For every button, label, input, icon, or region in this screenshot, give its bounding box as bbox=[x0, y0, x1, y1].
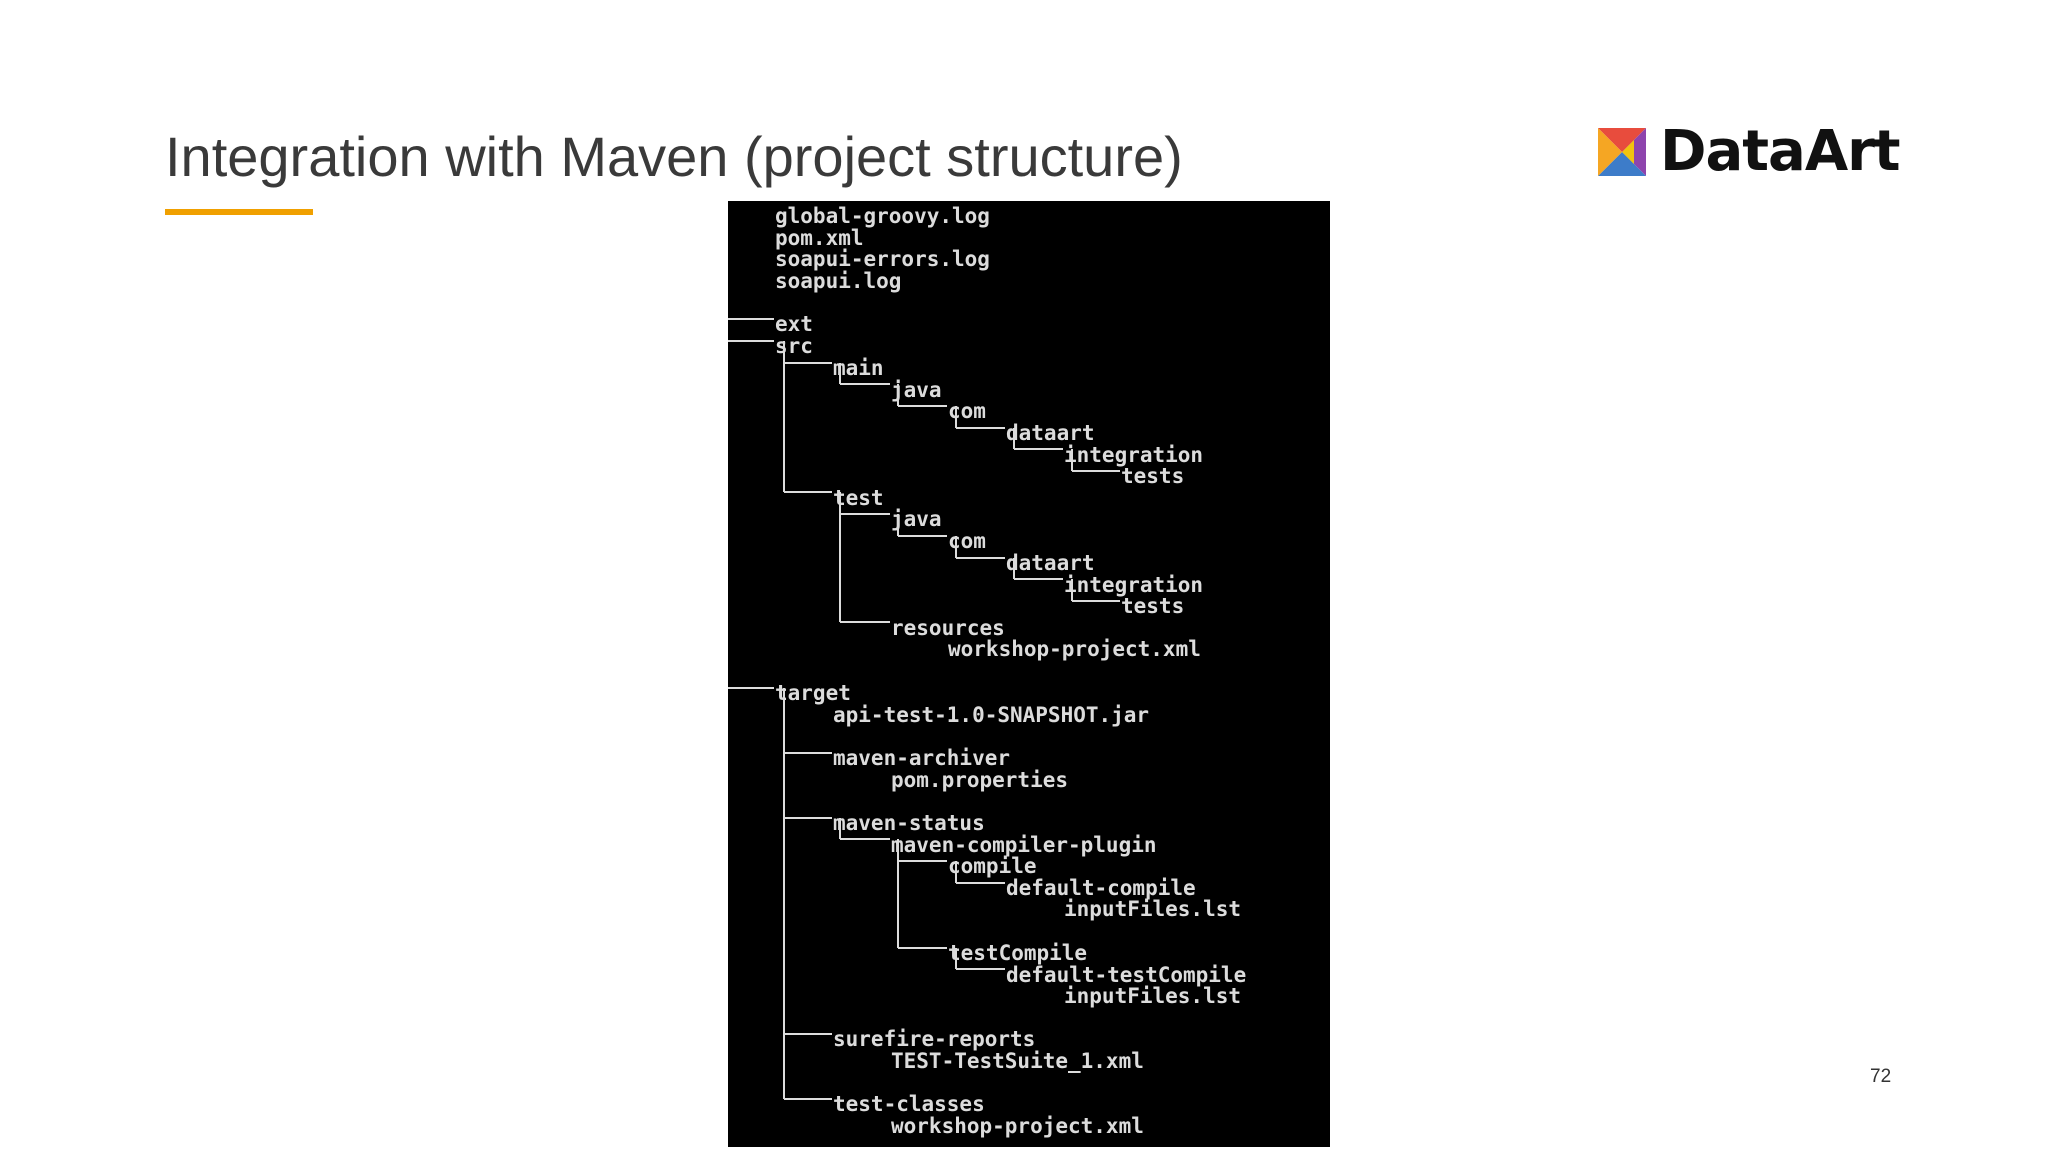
slide-title: Integration with Maven (project structur… bbox=[165, 125, 1183, 188]
title-accent-bar bbox=[165, 209, 313, 215]
logo-text: DataArt bbox=[1660, 119, 1901, 184]
tree-entry: resources bbox=[891, 616, 1005, 640]
tree-entry: integration bbox=[1064, 573, 1204, 597]
logo-mark-left bbox=[1598, 128, 1622, 176]
tree-entry: dataart bbox=[1006, 551, 1095, 575]
logo-mark-bottom bbox=[1598, 152, 1646, 176]
dataart-logo-icon bbox=[1598, 128, 1646, 176]
tree-entry: soapui-errors.log bbox=[775, 247, 990, 271]
tree-entry: tests bbox=[1121, 464, 1185, 488]
logo-mark-top bbox=[1598, 128, 1646, 152]
tree-entry: testCompile bbox=[948, 941, 1088, 965]
dataart-logo: DataArt bbox=[1598, 119, 1901, 184]
tree-entry: soapui.log bbox=[775, 269, 902, 293]
tree-entry: ext bbox=[775, 312, 813, 336]
logo-mark-center bbox=[1622, 140, 1634, 164]
tree-entry: maven-compiler-plugin bbox=[891, 833, 1157, 857]
tree-entry: com bbox=[948, 529, 986, 553]
tree-entry: api-test-1.0-SNAPSHOT.jar bbox=[833, 703, 1150, 727]
tree-entry: src bbox=[775, 334, 813, 358]
tree-entry: java bbox=[891, 507, 942, 531]
tree-entry: maven-status bbox=[833, 811, 985, 835]
tree-entry: tests bbox=[1121, 594, 1185, 618]
tree-entry: target bbox=[775, 681, 851, 705]
tree-entry: inputFiles.lst bbox=[1064, 897, 1242, 921]
tree-entry: com bbox=[948, 399, 986, 423]
tree-entry: compile bbox=[948, 854, 1037, 878]
tree-entry: TEST-TestSuite_1.xml bbox=[891, 1049, 1144, 1073]
tree-entry: global-groovy.log bbox=[775, 204, 990, 228]
page-number: 72 bbox=[1870, 1066, 1892, 1087]
tree-entry: workshop-project.xml bbox=[891, 1114, 1144, 1138]
tree-entry: pom.xml bbox=[775, 226, 864, 250]
tree-entry: java bbox=[891, 378, 942, 402]
tree-connector-lines bbox=[728, 318, 1120, 1100]
tree-entry: surefire-reports bbox=[833, 1027, 1036, 1051]
tree-entry: dataart bbox=[1006, 421, 1095, 445]
tree-entry: default-testCompile bbox=[1006, 963, 1247, 987]
tree-entry: test bbox=[833, 486, 884, 510]
tree-entry: inputFiles.lst bbox=[1064, 984, 1242, 1008]
tree-entry: pom.properties bbox=[891, 768, 1069, 792]
tree-entry: test-classes bbox=[833, 1092, 985, 1116]
tree-entry: maven-archiver bbox=[833, 746, 1011, 770]
tree-entry: workshop-project.xml bbox=[948, 637, 1201, 661]
tree-entry: integration bbox=[1064, 443, 1204, 467]
tree-entry: main bbox=[833, 356, 884, 380]
tree-entry: default-compile bbox=[1006, 876, 1196, 900]
